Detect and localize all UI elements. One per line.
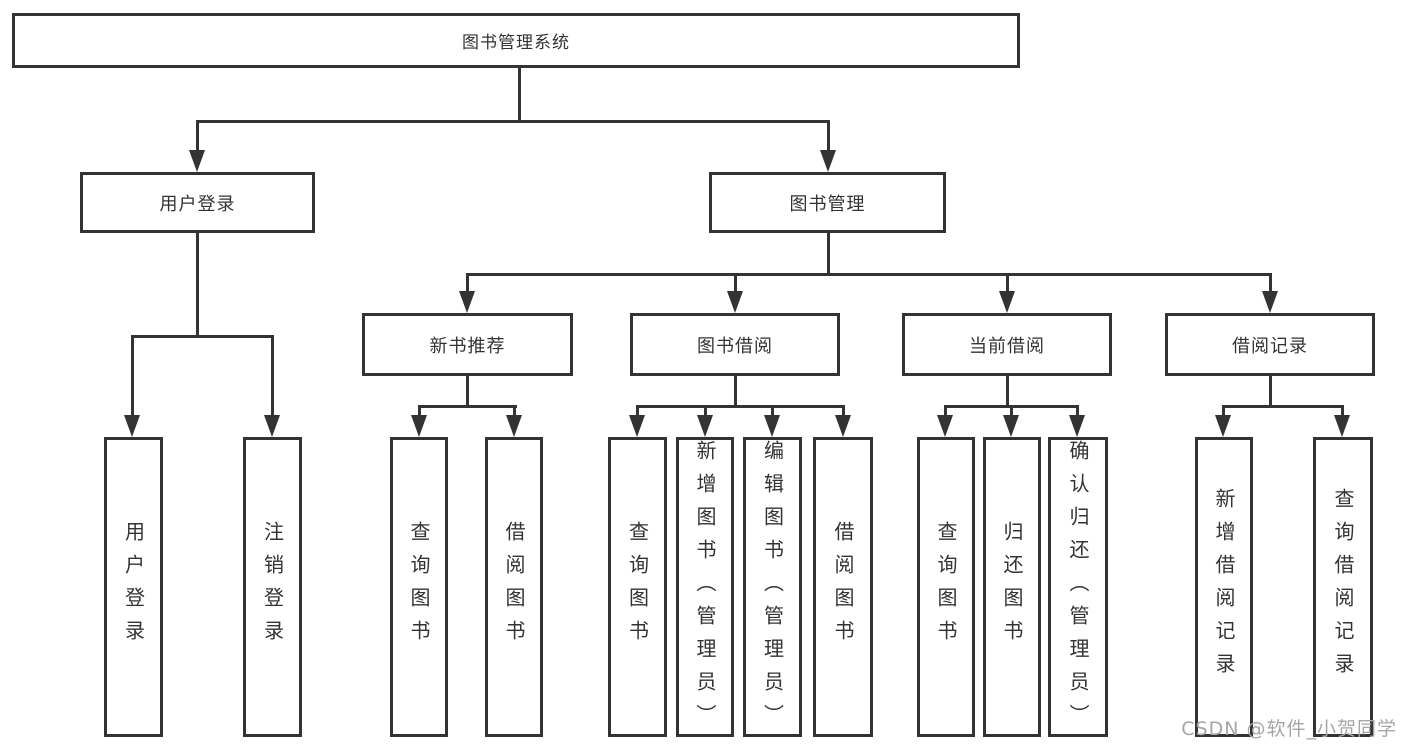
connector-line: [704, 405, 707, 419]
node-root: 图书管理系统: [12, 13, 1020, 68]
connector-line: [131, 335, 134, 417]
leaf-user-login: 用户登录: [104, 437, 163, 737]
arrowhead-down-icon: [937, 415, 953, 437]
arrowhead-down-icon: [506, 415, 522, 437]
connector-line: [131, 335, 274, 338]
connector-line: [944, 405, 947, 419]
arrowhead-down-icon: [727, 291, 743, 313]
connector-line: [196, 120, 199, 152]
connector-line: [466, 273, 469, 293]
arrowhead-down-icon: [459, 291, 475, 313]
leaf-add-borrow-record: 新增借阅记录: [1195, 437, 1253, 737]
connector-line: [771, 405, 774, 419]
connector-line: [196, 120, 830, 123]
connector-line: [418, 405, 421, 419]
connector-line: [734, 376, 737, 408]
leaf-logout: 注销登录: [243, 437, 302, 737]
leaf-confirm-return-admin: 确认归还（管理员）: [1048, 437, 1108, 737]
connector-line: [1006, 376, 1009, 408]
connector-line: [466, 273, 1271, 276]
connector-line: [1341, 405, 1344, 419]
node-book-borrow: 图书借阅: [630, 313, 840, 376]
arrowhead-down-icon: [835, 415, 851, 437]
leaf-query-book-3: 查询图书: [917, 437, 975, 737]
arrowhead-down-icon: [629, 415, 645, 437]
leaf-borrow-book-2: 借阅图书: [813, 437, 873, 737]
arrowhead-down-icon: [411, 415, 427, 437]
leaf-query-borrow-record: 查询借阅记录: [1313, 437, 1373, 737]
connector-line: [418, 405, 517, 408]
arrowhead-down-icon: [1334, 415, 1350, 437]
arrowhead-down-icon: [124, 415, 140, 437]
node-new-book-recommend: 新书推荐: [362, 313, 573, 376]
node-user-login: 用户登录: [80, 172, 315, 233]
connector-line: [1269, 273, 1272, 293]
connector-line: [1076, 405, 1079, 419]
leaf-query-book-2: 查询图书: [608, 437, 667, 737]
connector-line: [518, 68, 521, 121]
connector-line: [827, 120, 830, 152]
leaf-return-book: 归还图书: [983, 437, 1041, 737]
node-borrow-records: 借阅记录: [1165, 313, 1375, 376]
csdn-watermark: CSDN @软件_小贺同学: [1181, 718, 1397, 740]
arrowhead-down-icon: [820, 150, 836, 172]
connector-line: [734, 273, 737, 293]
leaf-query-book-1: 查询图书: [390, 437, 448, 737]
connector-line: [196, 233, 199, 338]
node-book-management: 图书管理: [709, 172, 946, 233]
connector-line: [636, 405, 639, 419]
connector-line: [466, 376, 469, 408]
arrowhead-down-icon: [999, 291, 1015, 313]
connector-line: [1006, 273, 1009, 293]
connector-line: [827, 233, 830, 276]
arrowhead-down-icon: [764, 415, 780, 437]
connector-line: [842, 405, 845, 419]
connector-line: [636, 405, 845, 408]
connector-line: [1269, 376, 1272, 408]
leaf-borrow-book-1: 借阅图书: [485, 437, 543, 737]
arrowhead-down-icon: [264, 415, 280, 437]
arrowhead-down-icon: [1069, 415, 1085, 437]
arrowhead-down-icon: [697, 415, 713, 437]
connector-line: [271, 335, 274, 417]
connector-line: [1222, 405, 1225, 419]
connector-line: [1222, 405, 1343, 408]
arrowhead-down-icon: [1215, 415, 1231, 437]
arrowhead-down-icon: [1262, 291, 1278, 313]
arrowhead-down-icon: [189, 150, 205, 172]
connector-line: [1010, 405, 1013, 419]
connector-line: [513, 405, 516, 419]
node-current-borrow: 当前借阅: [902, 313, 1112, 376]
leaf-edit-book-admin: 编辑图书（管理员）: [743, 437, 802, 737]
arrowhead-down-icon: [1003, 415, 1019, 437]
leaf-add-book-admin: 新增图书（管理员）: [676, 437, 734, 737]
